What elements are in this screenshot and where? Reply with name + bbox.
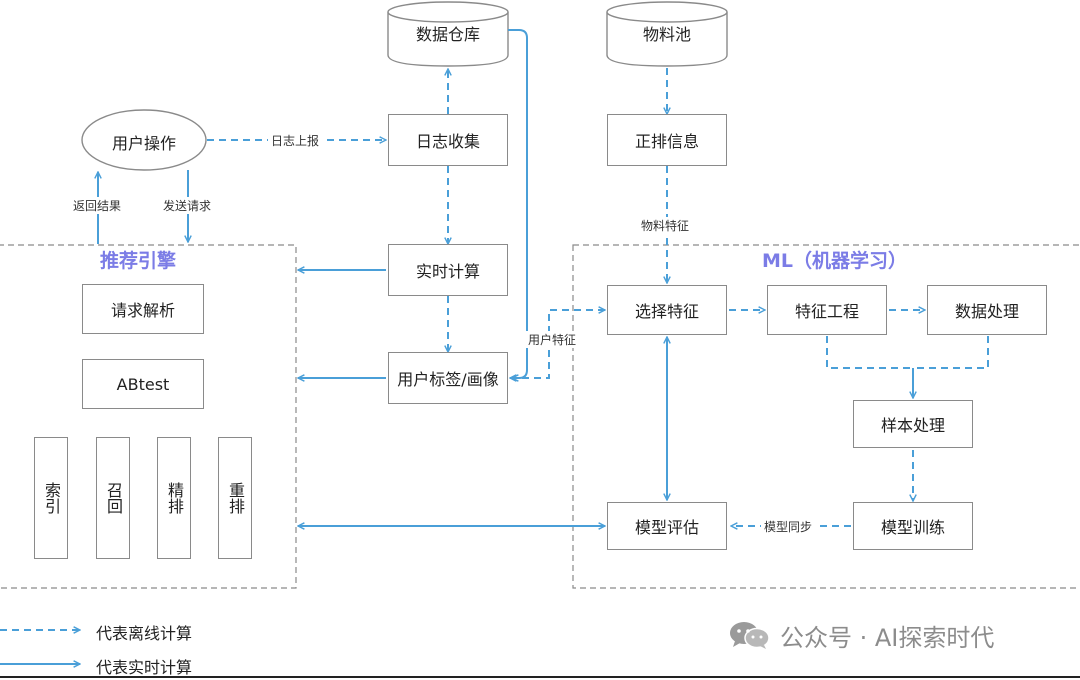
data-processing-node: 数据处理 bbox=[927, 285, 1047, 335]
data-warehouse-cylinder bbox=[387, 1, 509, 67]
wechat-icon bbox=[730, 622, 770, 649]
edge-engineering-to-sample bbox=[826, 336, 913, 369]
log-collection-node: 日志收集 bbox=[388, 114, 508, 166]
user-tag-profile-node: 用户标签/画像 bbox=[388, 352, 508, 404]
recall-node: 召回 bbox=[96, 437, 130, 559]
feature-engineering-node: 特征工程 bbox=[767, 285, 887, 335]
request-parse-node: 请求解析 bbox=[82, 284, 204, 334]
realtime-compute-node: 实时计算 bbox=[388, 244, 508, 296]
fine-rank-node: 精排 bbox=[157, 437, 191, 559]
rerank-node: 重排 bbox=[218, 437, 252, 559]
sample-processing-node: 样本处理 bbox=[853, 400, 973, 448]
send-request-label: 发送请求 bbox=[160, 197, 215, 214]
model-sync-label: 模型同步 bbox=[761, 518, 816, 535]
ml-title: ML（机器学习） bbox=[762, 250, 908, 272]
bottom-rule bbox=[0, 676, 1080, 678]
ml-region bbox=[572, 244, 1080, 589]
forward-index-info-node: 正排信息 bbox=[607, 114, 727, 166]
material-pool-label: 物料池 bbox=[642, 25, 691, 44]
abtest-node: ABtest bbox=[82, 359, 204, 409]
user-operation-ellipse bbox=[81, 109, 207, 171]
index-node: 索引 bbox=[34, 437, 68, 559]
model-training-node: 模型训练 bbox=[853, 502, 973, 550]
recommend-engine-region bbox=[0, 244, 297, 589]
recommend-engine-title: 推荐引擎 bbox=[100, 250, 177, 272]
data-warehouse-label: 数据仓库 bbox=[415, 25, 480, 44]
edge-processing-to-sample bbox=[913, 336, 989, 369]
legend-offline-text: 代表离线计算 bbox=[96, 624, 193, 643]
select-feature-node: 选择特征 bbox=[607, 285, 727, 335]
watermark: 公众号 · AI探索时代 bbox=[728, 620, 995, 652]
material-feature-label: 物料特征 bbox=[638, 217, 693, 234]
edge-warehouse-to-profile bbox=[508, 29, 528, 378]
model-evaluation-node: 模型评估 bbox=[607, 502, 727, 550]
user-operation-label: 用户操作 bbox=[111, 134, 176, 153]
legend-realtime-text: 代表实时计算 bbox=[96, 658, 193, 677]
log-upload-label: 日志上报 bbox=[268, 132, 323, 149]
material-pool-cylinder bbox=[606, 1, 728, 67]
user-feature-label: 用户特征 bbox=[525, 331, 580, 348]
return-result-label: 返回结果 bbox=[70, 197, 125, 214]
watermark-text: 公众号 · AI探索时代 bbox=[780, 623, 995, 652]
